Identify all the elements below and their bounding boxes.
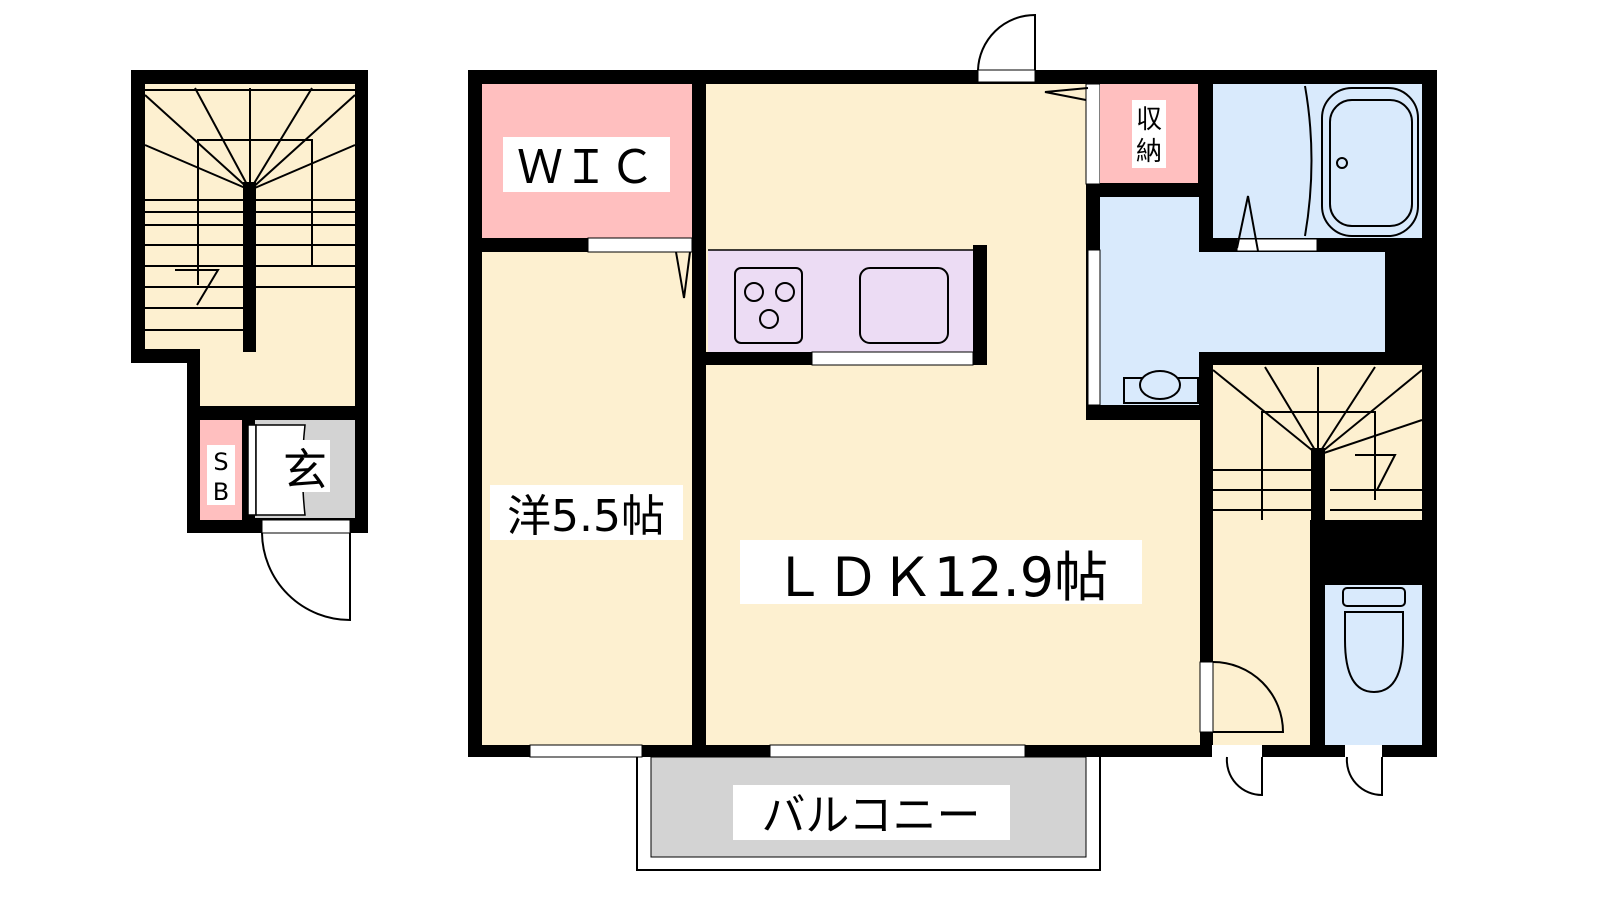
toilet-room — [1325, 585, 1422, 745]
front-door[interactable] — [977, 13, 1036, 83]
entrance-block: S B 玄 — [131, 70, 368, 622]
outdoor-door-1[interactable] — [1225, 756, 1263, 797]
shoe-box-label-s: S — [213, 448, 228, 476]
sink-icon — [859, 267, 949, 344]
storage-label-1: 収 — [1136, 105, 1162, 135]
washbasin-icon — [1123, 370, 1199, 404]
stove-icon — [734, 267, 803, 344]
window-western[interactable] — [529, 744, 643, 758]
balcony-label: バルコニー — [761, 790, 980, 841]
western-room-label: 洋5.5帖 — [507, 491, 665, 542]
kitchen-counter — [708, 250, 973, 352]
balcony: バルコニー — [636, 756, 1101, 871]
ldk-room — [706, 84, 1086, 745]
hall-door[interactable] — [1199, 661, 1285, 733]
shoe-box-label-b: B — [213, 478, 229, 506]
toilet-icon — [1342, 587, 1406, 694]
hallway — [1213, 520, 1310, 745]
entrance-label: 玄 — [283, 445, 327, 496]
main-unit: ＷＩＣ 洋5.5帖 ＬＤＫ12.9帖 収 納 — [468, 70, 1437, 758]
outdoor-door-2[interactable] — [1345, 756, 1383, 797]
wic-label: ＷＩＣ — [517, 140, 655, 194]
ldk-label: ＬＤＫ12.9帖 — [772, 546, 1108, 609]
storage-label-2: 納 — [1136, 137, 1162, 167]
bathtub-icon — [1321, 87, 1419, 237]
entrance-door[interactable] — [261, 519, 351, 622]
bathroom — [1213, 84, 1422, 238]
window-ldk[interactable] — [769, 744, 1026, 758]
washroom — [1100, 197, 1199, 405]
